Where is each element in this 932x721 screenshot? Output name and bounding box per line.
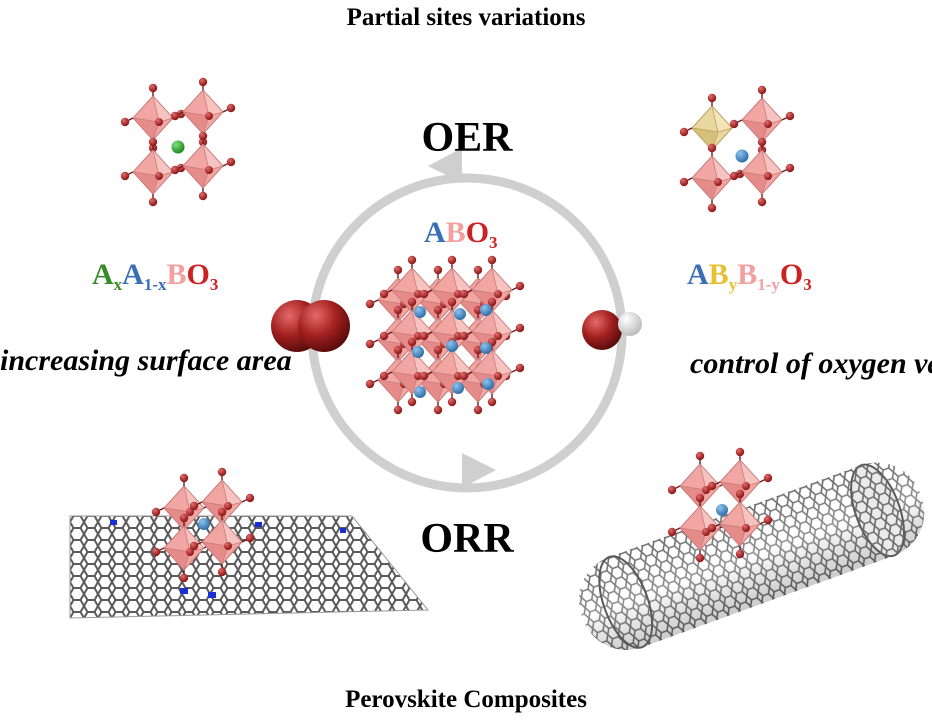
- formula-b: B: [166, 258, 187, 291]
- formula-a-site-doped: AxA1-xBO3: [92, 258, 218, 295]
- note-surface-area: increasing surface area: [0, 344, 292, 377]
- nanotube-perovskite: [667, 447, 773, 563]
- formula-b-host: B: [737, 258, 758, 291]
- formula-a-dopant-sub: x: [113, 275, 123, 294]
- orr-label: ORR: [420, 516, 514, 562]
- formula-b-site-doped: AByB1-yO3: [687, 258, 812, 295]
- nanotube-composite: [579, 462, 925, 650]
- formula-o-sub: 3: [489, 233, 498, 252]
- cycle-arrow: [307, 148, 627, 493]
- formula-a: A: [687, 258, 709, 291]
- formula-b: B: [445, 216, 466, 249]
- o2-molecule-icon: [271, 300, 350, 352]
- oer-label: OER: [421, 115, 513, 161]
- formula-b-host-sub: 1-y: [757, 275, 780, 294]
- formula-o: O: [465, 216, 490, 249]
- formula-o-sub: 3: [209, 275, 219, 294]
- orr-arrowhead: [462, 453, 496, 488]
- formula-o: O: [779, 258, 804, 291]
- title-partial-sites: Partial sites variations: [346, 4, 586, 31]
- formula-a-host: A: [122, 258, 144, 291]
- b-site-doped-structure: [679, 85, 795, 213]
- formula-a-host-sub: 1-x: [143, 275, 167, 294]
- oh-molecule-icon: [582, 310, 642, 350]
- title-perovskite-composites: Perovskite Composites: [345, 686, 587, 713]
- formula-a-dopant: A: [92, 258, 114, 291]
- note-oxygen-vacancies: control of oxygen vacancies: [690, 347, 932, 380]
- formula-a: A: [424, 216, 446, 249]
- graphene-composite: [69, 467, 430, 619]
- oer-arrowhead: [428, 148, 462, 183]
- formula-abo3: ABO3: [424, 216, 498, 253]
- formula-b-dopant-sub: y: [728, 275, 738, 294]
- formula-o-sub: 3: [803, 275, 812, 294]
- a-site-doped-structure: [120, 77, 236, 207]
- formula-b-dopant: B: [708, 258, 729, 291]
- formula-o: O: [186, 258, 210, 291]
- central-perovskite-structure: [365, 255, 525, 415]
